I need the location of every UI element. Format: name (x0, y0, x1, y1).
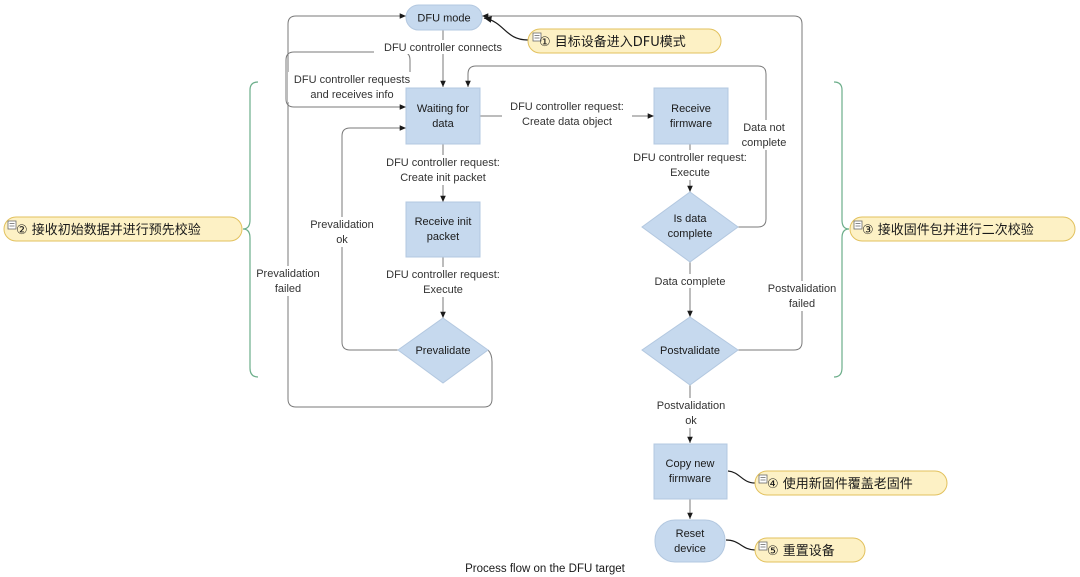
node-is-data-complete (641, 191, 739, 263)
node-waiting-label-2: data (432, 118, 454, 130)
note-5: ⑤ 重置设备 (754, 537, 866, 563)
edge-not-complete (465, 65, 767, 228)
node-dfu-mode (405, 4, 483, 31)
connector-note-5 (725, 539, 756, 551)
note-4: ④ 使用新固件覆盖老固件 (754, 470, 948, 496)
bracket-left (242, 81, 259, 378)
edge-label-complete: Data complete (655, 276, 726, 288)
node-receive-init-label-1: Receive init (415, 216, 472, 228)
edge-label-postvalidation-ok-2: ok (685, 415, 697, 427)
note-5-text: ⑤ 重置设备 (767, 543, 835, 559)
edge-labels: DFU controller connects DFU controller r… (252, 40, 842, 428)
node-postvalidate-label: Postvalidate (660, 345, 720, 357)
edge-label-execute-fw-2: Execute (670, 167, 710, 179)
edge-label-create-init-2: Create init packet (400, 172, 486, 184)
node-receive-init-packet (405, 201, 481, 258)
edge-prevalidation-failed (287, 13, 493, 408)
bracket-right (833, 81, 850, 378)
edge-label-not-complete: Data not (743, 122, 785, 134)
edge-label-postvalidation-failed-2: failed (789, 298, 815, 310)
edge-label-create-data-2: Create data object (522, 116, 612, 128)
note-icon (532, 32, 542, 42)
node-receive-firmware-label-2: firmware (670, 118, 712, 130)
node-reset-device (654, 519, 726, 563)
edge-label-connects: DFU controller connects (384, 42, 502, 54)
node-reset-label-1: Reset (676, 528, 705, 540)
edge-label-requests-info: DFU controller requests (294, 74, 411, 86)
node-reset-label-2: device (674, 543, 706, 555)
node-waiting-label-1: Waiting for (417, 103, 470, 115)
edge-label-create-data: DFU controller request: (510, 101, 624, 113)
node-is-data-complete-label-2: complete (668, 228, 713, 240)
node-waiting-for-data (405, 87, 481, 145)
node-prevalidate-label: Prevalidate (415, 345, 470, 357)
figure-caption: Process flow on the DFU target (465, 563, 626, 575)
note-icon (853, 220, 863, 230)
note-icon (758, 474, 768, 484)
node-postvalidate (641, 316, 739, 386)
brackets (242, 81, 850, 378)
notes: ① 目标设备进入DFU模式 ② 接收初始数据并进行预先校验 ③ 接收固件包并进行… (3, 28, 1076, 563)
node-copy-label-1: Copy new (666, 458, 715, 470)
edge-label-prevalidation-failed-2: failed (275, 283, 301, 295)
node-is-data-complete-label-1: Is data (673, 213, 707, 225)
edge-label-execute-init: DFU controller request: (386, 269, 500, 281)
edge-label-prevalidation-failed: Prevalidation (256, 268, 320, 280)
note-icon (7, 220, 17, 230)
note-1-text: ① 目标设备进入DFU模式 (539, 34, 686, 50)
connector-note-4 (727, 470, 756, 484)
node-receive-firmware (653, 87, 729, 145)
node-copy-label-2: firmware (669, 473, 711, 485)
note-2: ② 接收初始数据并进行预先校验 (3, 216, 243, 242)
edge-label-not-complete-2: complete (742, 137, 787, 149)
edge-label-execute-fw: DFU controller request: (633, 152, 747, 164)
note-3-text: ③ 接收固件包并进行二次校验 (862, 222, 1034, 238)
note-1: ① 目标设备进入DFU模式 (527, 28, 722, 54)
note-2-text: ② 接收初始数据并进行预先校验 (16, 222, 201, 238)
edge-label-prevalidation-ok: Prevalidation (310, 219, 374, 231)
edge-label-execute-init-2: Execute (423, 284, 463, 296)
edge-label-postvalidation-failed: Postvalidation (768, 283, 837, 295)
note-3: ③ 接收固件包并进行二次校验 (849, 216, 1076, 242)
note-connectors (483, 16, 756, 551)
edge-label-postvalidation-ok: Postvalidation (657, 400, 726, 412)
node-receive-init-label-2: packet (427, 231, 459, 243)
node-dfu-mode-label: DFU mode (417, 13, 470, 25)
node-copy-new-firmware (653, 443, 728, 500)
connector-note-1 (483, 16, 529, 41)
edge-label-requests-info-2: and receives info (310, 89, 393, 101)
note-4-text: ④ 使用新固件覆盖老固件 (767, 476, 913, 492)
edge-label-prevalidation-ok-2: ok (336, 234, 348, 246)
note-icon (758, 541, 768, 551)
edge-label-create-init: DFU controller request: (386, 157, 500, 169)
node-prevalidate (397, 317, 489, 384)
edge-postvalidation-failed (482, 13, 803, 351)
nodes: DFU mode Waiting for data Receive firmwa… (397, 4, 739, 563)
node-receive-firmware-label-1: Receive (671, 103, 711, 115)
